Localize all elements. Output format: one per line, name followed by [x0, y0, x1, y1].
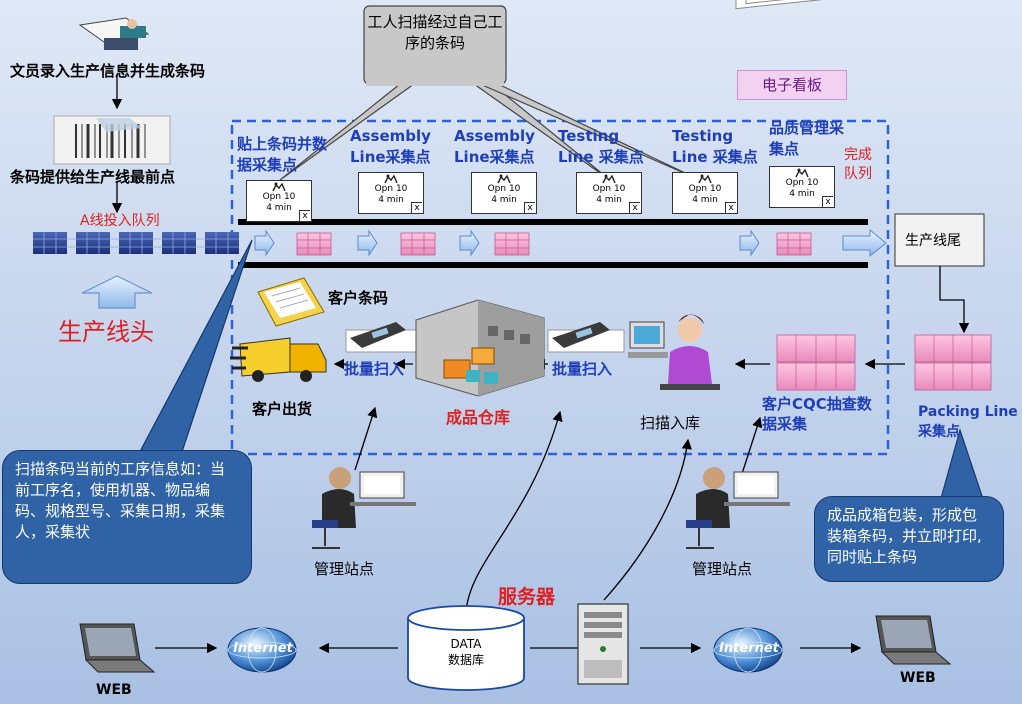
internet-left-label: Internet: [233, 641, 293, 656]
station-box-2[interactable]: Opn 10 4 min x: [358, 172, 424, 214]
customer-ship-label: 客户出货: [252, 400, 313, 418]
operator-icon: [602, 174, 616, 184]
truck-icon: [230, 337, 327, 382]
server-label: 服务器: [498, 586, 556, 608]
close-icon[interactable]: x: [411, 202, 422, 213]
kanban-label: 电子看板: [737, 70, 847, 100]
line-product-blocks: [296, 232, 812, 256]
close-icon[interactable]: x: [524, 202, 535, 213]
station-label-3: Assembly Line采集点: [454, 127, 535, 166]
database-icon: [407, 605, 525, 691]
station-box-6[interactable]: Opn 10 4 min x: [769, 166, 835, 208]
operator-icon: [795, 168, 809, 178]
station-box-5[interactable]: Opn 10 4 min x: [672, 172, 738, 214]
warehouse-icon: [415, 299, 545, 397]
line-head-label: 生产线头: [58, 318, 154, 346]
management-workstation-right-icon: [686, 467, 790, 549]
customer-barcode-label: 客户条码: [328, 289, 389, 307]
scanner-left-icon: [345, 322, 417, 353]
scanner-right-icon: [547, 322, 625, 353]
packing-blocks: [776, 334, 992, 391]
operator-icon: [272, 182, 286, 192]
scan-in-label: 扫描入库: [640, 414, 701, 432]
close-icon[interactable]: x: [725, 202, 736, 213]
close-icon[interactable]: x: [822, 196, 833, 207]
batch-scan-right-label: 批量扫入: [552, 360, 613, 378]
server-icon: [577, 603, 629, 685]
worker-callout-text: 工人扫描经过自己工序的条码: [367, 13, 503, 52]
done-queue-label: 完成队列: [844, 147, 872, 182]
web-left-label: WEB: [96, 682, 132, 698]
laptop-right-icon: [875, 615, 952, 665]
station-label-6: 品质管理采集点: [769, 119, 845, 158]
warehouse-label: 成品仓库: [446, 408, 511, 427]
barcode-label: 条码提供给生产线最前点: [10, 168, 176, 186]
barcode-info-callout: 扫描条码当前的工序信息如：当前工序名，使用机器、物品编码、规格型号、采集日期，采…: [2, 450, 252, 584]
clerk-icon: [78, 17, 150, 50]
line-tail-box: [894, 213, 985, 267]
internet-globe-left-icon: [227, 627, 297, 673]
station-box-4[interactable]: Opn 10 4 min x: [576, 172, 642, 214]
mgmt-station-left-label: 管理站点: [314, 560, 375, 578]
operator-icon: [384, 174, 398, 184]
operator-icon: [698, 174, 712, 184]
close-icon[interactable]: x: [299, 210, 310, 221]
station-label-1: 贴上条码并数据采集点: [237, 135, 328, 174]
internet-right-label: Internet: [719, 641, 779, 656]
close-icon[interactable]: x: [629, 202, 640, 213]
mgmt-station-right-label: 管理站点: [692, 560, 753, 578]
station-box-1[interactable]: Opn 10 4 min x: [246, 180, 312, 222]
batch-scan-left-label: 批量扫入: [344, 360, 405, 378]
cqc-label: 客户CQC抽查数据采集: [762, 395, 872, 433]
input-queue-blocks: [33, 232, 239, 254]
operator-icon: [497, 174, 511, 184]
kanban-board-icon: [735, 0, 839, 10]
station-label-2: Assembly Line采集点: [350, 127, 431, 166]
barcode-image: [53, 115, 171, 165]
web-right-label: WEB: [900, 670, 936, 686]
station-label-4: Testing Line 采集点: [558, 127, 644, 166]
queue-label: A线投入队列: [80, 213, 160, 229]
laptop-left-icon: [79, 623, 156, 673]
packing-label: Packing Line 采集点: [918, 404, 1018, 440]
management-workstation-left-icon: [312, 467, 416, 549]
internet-globe-right-icon: [713, 627, 783, 673]
scan-operator-icon: [628, 314, 720, 390]
clipboard-icon: [257, 277, 325, 327]
station-label-5: Testing Line 采集点: [672, 127, 758, 166]
line-tail-label: 生产线尾: [905, 233, 961, 249]
line-head-arrow: [81, 275, 153, 309]
packing-callout: 成品成箱包装，形成包装箱条码，并立即打印,同时贴上条码: [814, 496, 1004, 582]
station-box-3[interactable]: Opn 10 4 min x: [471, 172, 537, 214]
database-label: DATA 数据库: [447, 637, 484, 667]
clerk-label: 文员录入生产信息并生成条码: [10, 62, 206, 80]
